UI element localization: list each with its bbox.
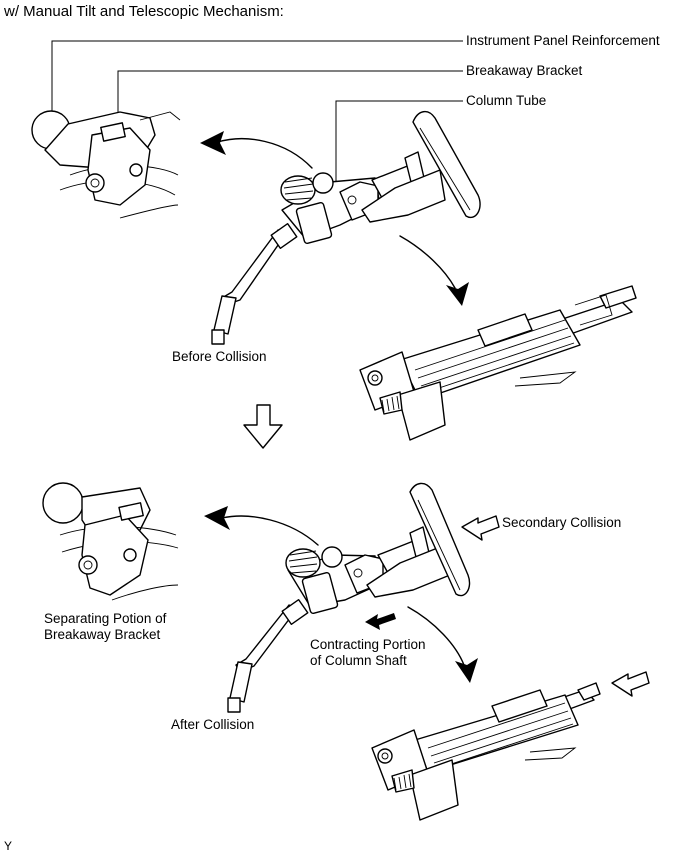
page-title: w/ Manual Tilt and Telescopic Mechanism: (4, 3, 284, 20)
outline-push-arrow-icon (611, 671, 650, 697)
label-column-tube: Column Tube (466, 93, 547, 108)
label-after-collision: After Collision (171, 717, 255, 732)
steering-column-before (211, 111, 481, 345)
curved-arrow-icon (399, 235, 469, 306)
detail-circle-icon (42, 482, 84, 524)
label-before-collision: Before Collision (172, 349, 267, 364)
curved-arrow-icon (200, 131, 313, 169)
contracting-arrow-icon (365, 613, 396, 630)
column-assembly-after (371, 671, 650, 821)
column-assembly-before (359, 285, 637, 441)
outline-push-arrow-icon (461, 515, 500, 541)
curved-arrow-icon (204, 506, 319, 546)
footer-code: Y (4, 839, 13, 853)
label-breakaway-bracket: Breakaway Bracket (466, 63, 583, 78)
label-instrument-panel-reinforcement: Instrument Panel Reinforcement (466, 33, 660, 48)
down-outline-arrow-icon (243, 404, 283, 449)
label-secondary-collision: Secondary Collision (502, 515, 622, 530)
steering-column-after (227, 482, 471, 713)
label-separating-portion-line1: Separating Potion of (44, 611, 167, 626)
bracket-mount-after (42, 482, 179, 601)
label-contracting-portion-line2: of Column Shaft (310, 653, 407, 668)
label-contracting-portion-line1: Contracting Portion (310, 637, 426, 652)
bracket-mount-before (31, 110, 181, 219)
curved-arrow-icon (407, 606, 478, 683)
label-separating-portion-line2: Breakaway Bracket (44, 627, 161, 642)
